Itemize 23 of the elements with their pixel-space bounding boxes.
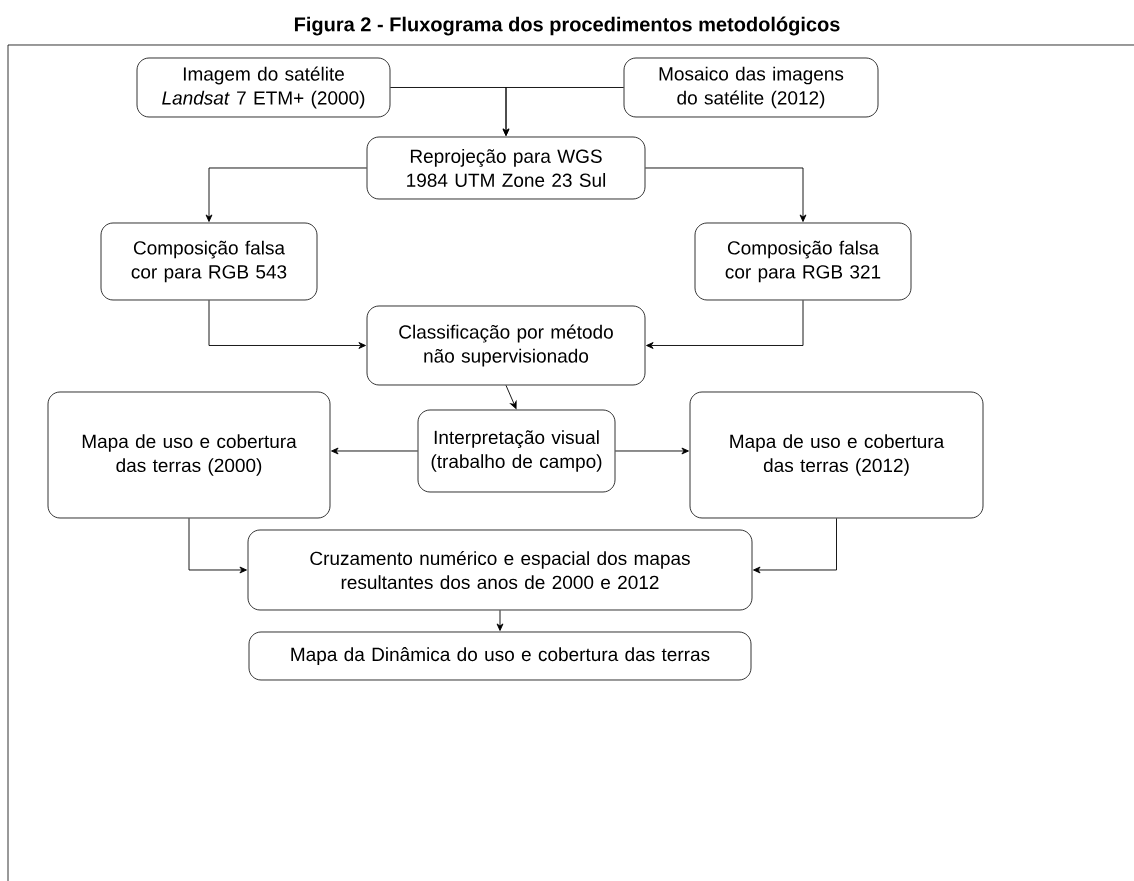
process-box: Mosaico das imagens do satélite (2012) [623, 57, 879, 118]
arrow [505, 384, 517, 410]
arrow [205, 167, 368, 222]
arrow [614, 447, 689, 455]
arrow [644, 167, 807, 222]
figure-title: Figura 2 - Fluxograma dos procedimentos metodológicos [295, 16, 840, 36]
arrow [331, 447, 419, 455]
process-box: Cruzamento numérico e espacial dos mapas resultantes dos anos de 2000 e 2012 [247, 529, 753, 611]
process-box: Imagem do satélite Landsat 7 ETM+ (2000) [136, 57, 391, 118]
process-box: Mapa de uso e cobertura das terras (2000) [47, 391, 331, 519]
process-box: Reprojeção para WGS 1984 UTM Zone 23 Sul [366, 136, 646, 200]
process-box: Composição falsa cor para RGB 543 [100, 222, 318, 301]
process-box: Composição falsa cor para RGB 321 [694, 222, 912, 301]
arrow [496, 609, 504, 631]
arrow [188, 517, 247, 574]
arrow [646, 299, 804, 349]
arrow [753, 517, 837, 574]
arrow [502, 87, 625, 136]
arrow [208, 299, 366, 349]
process-box: Mapa da Dinâmica do uso e cobertura das terras [248, 631, 752, 681]
process-box: Classificação por método não supervisionado [366, 305, 646, 386]
process-box: Mapa de uso e cobertura das terras (2012) [689, 391, 984, 519]
process-box: Interpretação visual (trabalho de campo) [417, 409, 616, 493]
